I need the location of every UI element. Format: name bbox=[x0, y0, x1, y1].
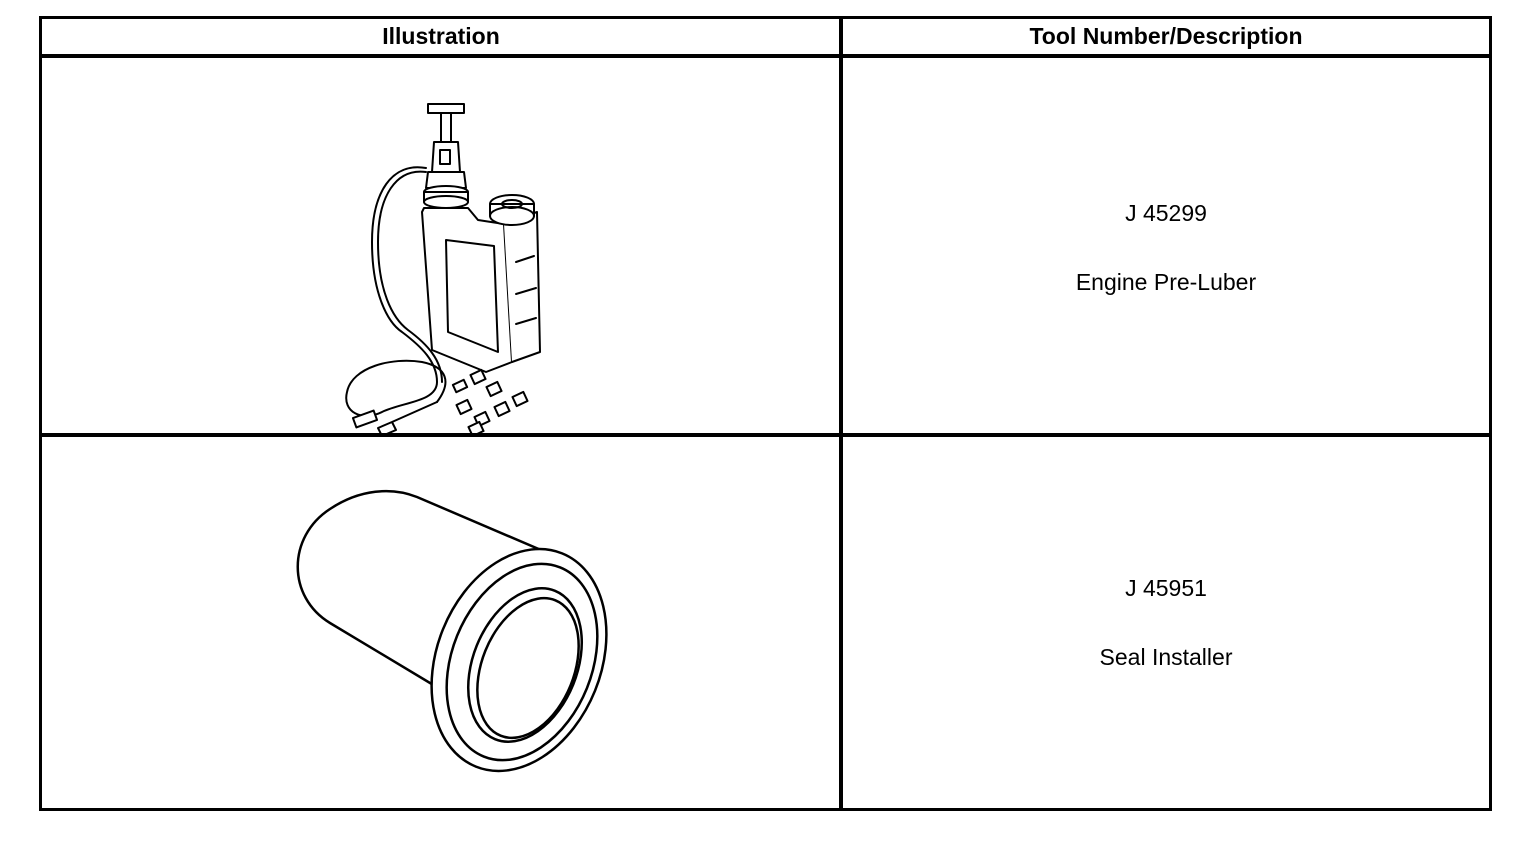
tool-description: Engine Pre-Luber bbox=[1075, 268, 1257, 295]
row-divider bbox=[42, 433, 1489, 437]
tool-number: J 45299 bbox=[1125, 199, 1207, 226]
illustration-cell-1 bbox=[42, 62, 839, 433]
tool-number: J 45951 bbox=[1125, 574, 1207, 601]
column-divider bbox=[839, 19, 843, 808]
description-cell-1: J 45299 Engine Pre-Luber bbox=[843, 62, 1489, 433]
description-cell-2: J 45951 Seal Installer bbox=[843, 437, 1489, 808]
engine-pre-luber-icon bbox=[345, 103, 541, 433]
illustration-cell-2 bbox=[42, 437, 839, 808]
tool-table: Illustration Tool Number/Description bbox=[39, 16, 1492, 811]
header-illustration: Illustration bbox=[42, 19, 840, 58]
header-tool-number-description: Tool Number/Description bbox=[843, 19, 1489, 58]
tool-description: Seal Installer bbox=[1099, 643, 1233, 670]
seal-installer-icon bbox=[296, 489, 608, 773]
